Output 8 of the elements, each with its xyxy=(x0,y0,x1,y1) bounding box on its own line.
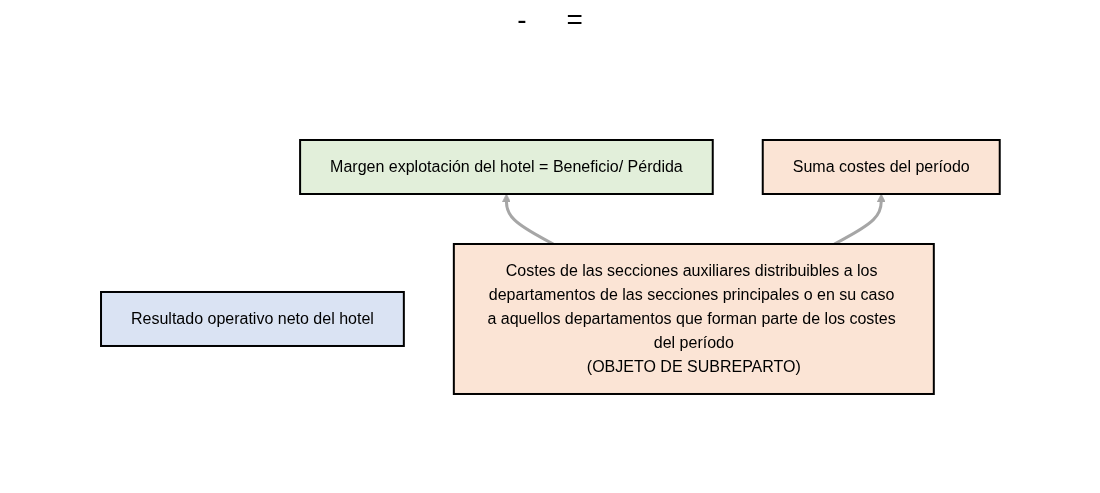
node-box: Suma costes del período xyxy=(761,138,1001,195)
node-box: Margen explotación del hotel = Beneficio/ Pérdida xyxy=(298,138,714,195)
node-box: Costes de las secciones auxiliares distribuibles a los departamentos de las secciones principales o en su caso a aquellos departamentos que forman parte de los costes del período (OBJETO DE SUBREPARTO) xyxy=(452,242,935,395)
node-box: Resultado operativo neto del hotel xyxy=(99,290,405,347)
operator-sign: = xyxy=(566,4,583,36)
operator-sign: - xyxy=(517,4,527,36)
arrow xyxy=(833,193,886,245)
arrow xyxy=(501,193,554,245)
